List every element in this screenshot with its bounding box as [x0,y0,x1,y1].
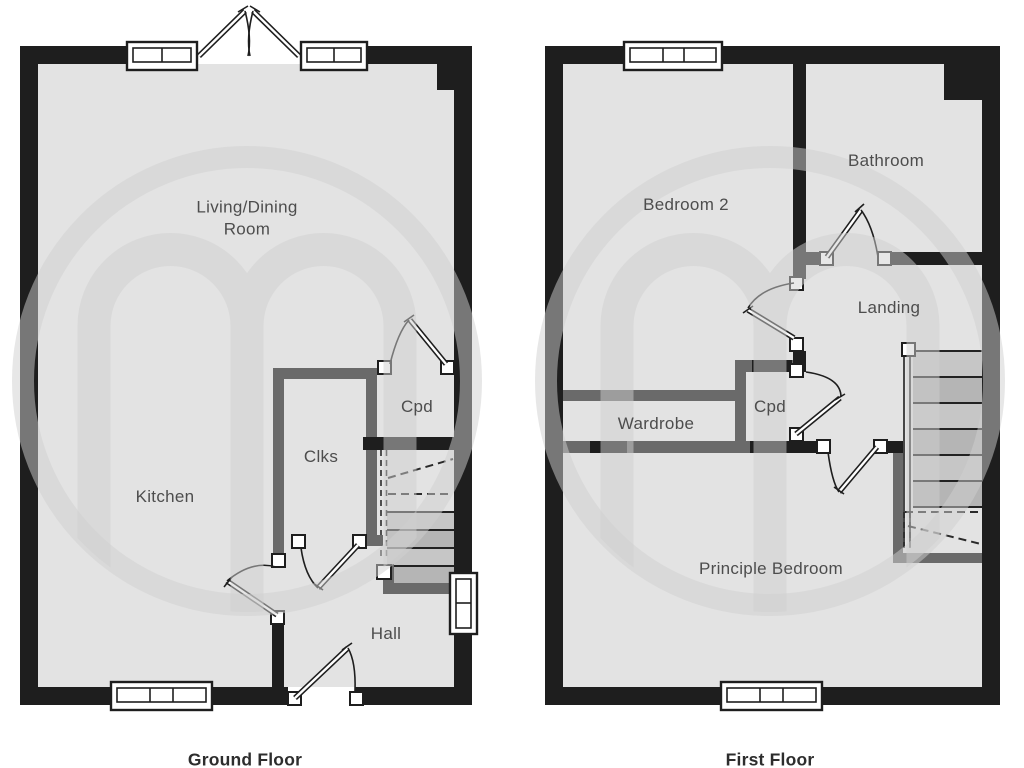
label-principle-bedroom: Principle Bedroom [699,559,843,579]
ground-floor-plan [12,5,482,712]
first-windows [622,40,824,712]
principle-bedroom-door [827,445,880,495]
label-clks: Clks [303,447,339,467]
ground-chimney-block [437,64,463,90]
label-bathroom: Bathroom [847,151,925,171]
first-floor-plan [535,40,1005,712]
label-living-dining-room: Living/Dining Room [196,197,298,238]
ground-window-bottom [109,680,214,712]
ground-window-right [448,571,479,636]
first-window-bottom [719,680,824,712]
french-doors [197,5,301,58]
ground-watermark-logo [12,146,482,616]
first-chimney-block [944,64,982,100]
ground-windows [109,40,479,712]
front-door [293,642,356,701]
first-watermark-logo [535,146,1005,616]
ground-window-top-left [125,40,199,72]
label-ground-cpd: Cpd [400,397,434,417]
label-bedroom-2: Bedroom 2 [643,195,729,215]
label-kitchen: Kitchen [135,487,195,507]
ground-floor-title: Ground Floor [187,749,303,768]
label-landing: Landing [857,298,921,318]
first-floor-title: First Floor [725,749,815,768]
ground-window-top-right [299,40,369,72]
first-window-top [622,40,724,72]
first-cpd-door [794,371,846,437]
label-first-cpd: Cpd [753,397,787,417]
label-hall: Hall [370,624,402,644]
label-wardrobe: Wardrobe [617,414,695,434]
ground-door-jambs [270,360,455,706]
